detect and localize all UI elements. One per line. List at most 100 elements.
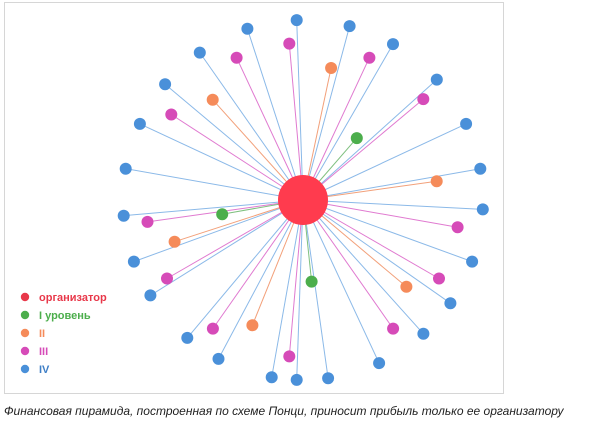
node-level2 (400, 280, 413, 293)
link-level4 (302, 25, 351, 201)
legend-label-level4: IV (39, 364, 50, 376)
node-level3 (283, 37, 296, 50)
legend-label-organizer: организатор (39, 292, 107, 304)
node-level3 (230, 51, 243, 64)
diagram-links (123, 20, 483, 380)
node-level4 (343, 20, 356, 33)
link-level4 (302, 199, 380, 364)
link-level4 (164, 83, 304, 201)
link-level3 (171, 114, 304, 201)
link-level3 (302, 199, 440, 279)
link-level4 (139, 123, 304, 201)
legend-item-level2: II (20, 328, 45, 340)
node-level4 (265, 371, 278, 384)
diagram-frame: организатор I уровень II III IV (4, 2, 504, 394)
link-level3 (302, 57, 370, 201)
node-level2 (168, 235, 181, 248)
link-level3 (302, 199, 458, 228)
node-level2 (246, 319, 259, 332)
legend-item-level4: IV (20, 364, 50, 376)
node-level1 (305, 275, 318, 288)
legend-dot-organizer (20, 292, 30, 302)
node-level3 (161, 272, 173, 285)
legend-dot-level1 (20, 310, 30, 320)
ponzi-radial-diagram: организатор I уровень II III IV (20, 14, 489, 386)
link-level3 (166, 199, 304, 279)
link-level3 (236, 57, 304, 201)
node-level4 (322, 372, 335, 385)
node-level2 (206, 93, 219, 106)
link-level4 (199, 52, 304, 201)
node-level4 (387, 38, 399, 51)
link-level4 (302, 199, 483, 210)
link-level4 (150, 199, 304, 296)
link-level4 (302, 199, 329, 379)
link-level4 (296, 20, 304, 201)
legend: организатор I уровень II III IV (20, 292, 107, 376)
link-level4 (296, 199, 304, 380)
link-level4 (125, 168, 304, 201)
link-level4 (271, 199, 304, 378)
link-level3 (302, 199, 394, 329)
link-level4 (302, 199, 473, 263)
node-level3 (387, 322, 400, 335)
node-level3 (141, 215, 154, 228)
link-level3 (288, 199, 304, 357)
legend-dot-level2 (20, 328, 30, 338)
node-level3 (451, 221, 464, 234)
node-level4 (466, 255, 479, 268)
legend-dot-level3 (20, 346, 30, 356)
node-organizer (278, 175, 328, 225)
node-level3 (363, 51, 376, 64)
node-level4 (460, 117, 473, 130)
link-level4 (302, 168, 481, 201)
link-level3 (302, 98, 424, 201)
link-level4 (302, 79, 438, 201)
link-level3 (212, 199, 304, 329)
link-level4 (123, 199, 304, 217)
legend-label-level3: III (39, 346, 48, 358)
legend-item-level1: I уровень (20, 310, 91, 322)
figure-caption: Финансовая пирамида, построенная по схем… (4, 404, 564, 418)
node-level4 (133, 117, 146, 130)
node-level4 (127, 255, 140, 268)
node-level4 (181, 331, 194, 344)
node-level4 (290, 373, 303, 386)
node-level4 (373, 357, 386, 370)
node-level4 (193, 46, 206, 59)
node-level4 (290, 14, 303, 27)
node-level4 (117, 209, 130, 222)
legend-item-level3: III (20, 346, 48, 358)
node-level3 (165, 108, 178, 121)
node-level4 (159, 78, 172, 91)
link-level4 (218, 199, 304, 360)
node-level4 (119, 162, 132, 175)
link-level4 (302, 199, 424, 335)
node-level3 (283, 350, 296, 363)
legend-label-level2: II (39, 328, 45, 340)
node-level4 (474, 162, 487, 175)
link-level3 (288, 43, 304, 201)
diagram-nodes (117, 14, 489, 386)
link-level4 (302, 199, 451, 304)
node-level3 (433, 272, 445, 285)
node-level2 (430, 175, 443, 188)
link-level4 (186, 199, 304, 339)
node-level1 (350, 132, 363, 145)
node-level3 (206, 322, 219, 335)
legend-item-organizer: организатор (20, 292, 107, 304)
legend-label-level1: I уровень (39, 310, 91, 322)
link-level4 (133, 199, 304, 263)
node-level4 (417, 327, 430, 340)
legend-dot-level4 (20, 364, 30, 374)
node-level4 (476, 203, 489, 216)
node-level4 (241, 22, 254, 35)
node-level4 (212, 352, 225, 365)
node-level4 (430, 73, 443, 86)
link-level4 (246, 28, 304, 201)
link-level4 (302, 43, 394, 201)
node-level4 (444, 297, 457, 310)
node-level1 (216, 208, 229, 221)
node-level2 (325, 62, 338, 74)
link-level4 (302, 123, 467, 201)
